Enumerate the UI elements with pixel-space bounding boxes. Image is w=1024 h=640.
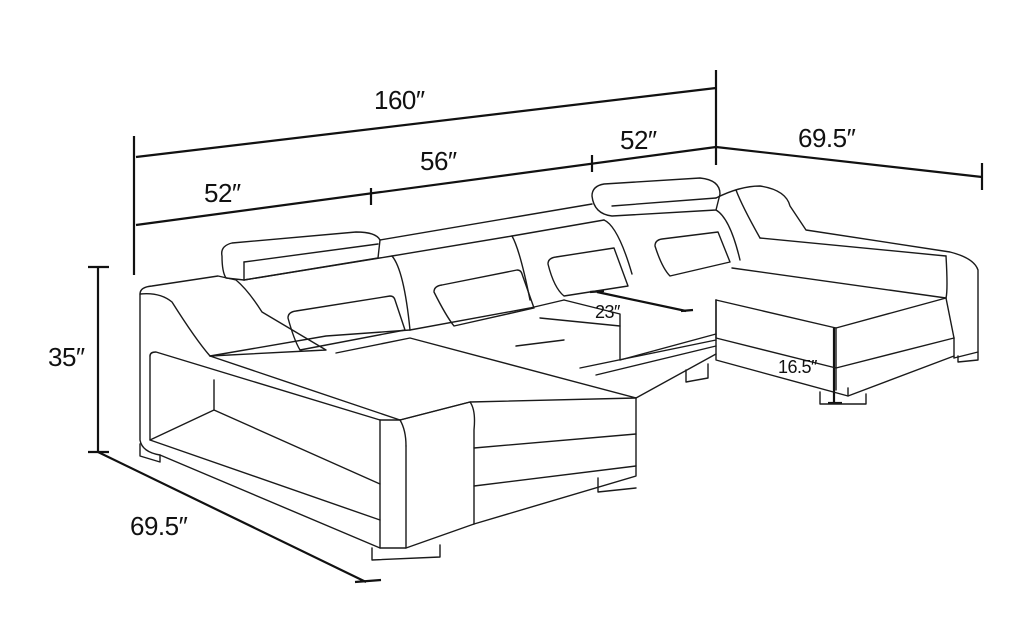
dimension-lines (88, 70, 984, 584)
left-chaise-depth-label: 69.5″ (130, 511, 188, 541)
middle-section-width-label: 56″ (420, 146, 457, 176)
overall-width-label: 160″ (374, 85, 425, 115)
left-section-width-label: 52″ (204, 178, 241, 208)
seat-depth-label: 23″ (595, 302, 620, 322)
sofa-drawing (139, 177, 979, 561)
overall-height-label: 35″ (48, 342, 85, 372)
right-chaise-depth-label: 69.5″ (798, 123, 856, 153)
right-section-width-label: 52″ (620, 125, 657, 155)
seat-height-label: 16.5″ (778, 357, 817, 377)
